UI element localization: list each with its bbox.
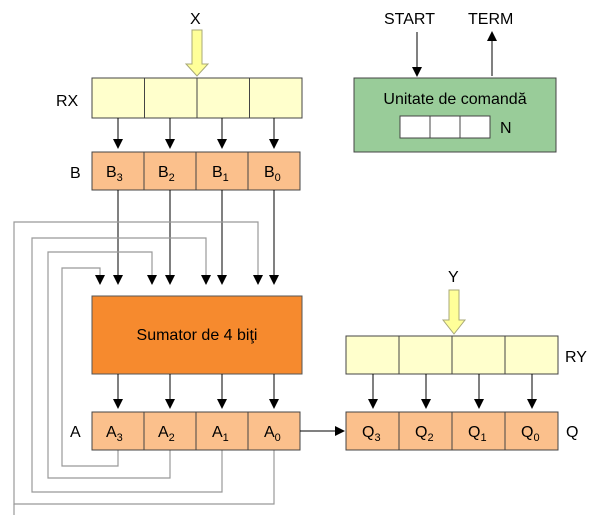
a3-cell: A3	[106, 424, 123, 444]
a2-cell: A2	[158, 424, 175, 444]
start-label: START	[384, 11, 435, 28]
counter-label: N	[500, 120, 512, 137]
b-label: B	[70, 165, 81, 182]
control-unit	[353, 77, 557, 153]
q1-cell: Q1	[468, 424, 487, 444]
adder-to-a-arrows	[113, 374, 279, 409]
q3-cell: Q3	[362, 424, 381, 444]
feedback-lines	[13, 221, 275, 505]
b-register	[91, 151, 301, 191]
b0-cell: B0	[264, 164, 281, 184]
b3-cell: B3	[106, 164, 123, 184]
b-to-adder-arrows	[113, 190, 279, 285]
ry-to-q-arrows	[368, 374, 537, 409]
a1-cell: A1	[212, 424, 229, 444]
counter-n	[399, 115, 491, 139]
x-input-label: X	[190, 11, 201, 28]
adder-block	[91, 295, 303, 375]
a-register	[91, 411, 301, 451]
rx-to-b-arrows	[113, 118, 279, 149]
q-label: Q	[566, 424, 578, 441]
q0-cell: Q0	[521, 424, 540, 444]
a0-cell: A0	[264, 424, 281, 444]
b2-cell: B2	[158, 164, 175, 184]
rx-register	[91, 77, 303, 119]
a-label: A	[70, 424, 81, 441]
term-label: TERM	[468, 11, 513, 28]
y-input-label: Y	[448, 269, 459, 286]
q2-cell: Q2	[415, 424, 434, 444]
y-input-arrow	[441, 289, 467, 335]
x-input-arrow	[184, 29, 210, 77]
ry-register	[345, 335, 559, 375]
control-unit-title: Unitate de comandă	[383, 91, 526, 108]
rx-label: RX	[56, 93, 79, 110]
ry-label: RY	[565, 349, 587, 366]
adder-title: Sumator de 4 biţi	[137, 327, 258, 344]
b1-cell: B1	[212, 164, 229, 184]
q-register	[345, 411, 559, 451]
